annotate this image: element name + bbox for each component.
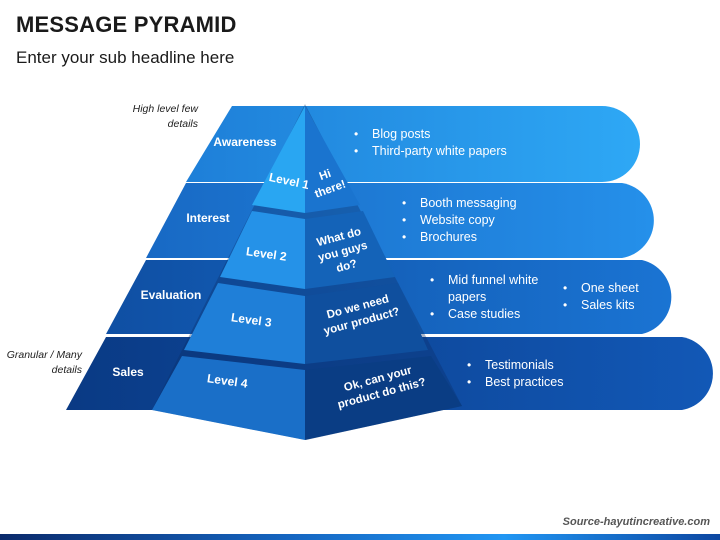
pyramid-right-face-1	[305, 106, 360, 213]
bullet-item: Third-party white papers	[350, 143, 507, 160]
page-subtitle: Enter your sub headline here	[16, 48, 235, 67]
bullet-item: Brochures	[398, 229, 517, 246]
band-label-evaluation: Evaluation	[140, 288, 202, 302]
pyramid-left-face-4	[152, 356, 305, 440]
footer-bar	[0, 534, 720, 540]
bullet-item: One sheet	[559, 280, 639, 297]
bullets-evaluation-extra: One sheet Sales kits	[559, 280, 639, 314]
bullet-item: Case studies	[426, 306, 556, 323]
side-note-top: High level few details	[132, 103, 198, 130]
pyramid-left-face-3	[184, 283, 305, 364]
bullets-sales: Testimonials Best practices	[463, 357, 564, 391]
bullet-item: Booth messaging	[398, 195, 517, 212]
bullets-interest: Booth messaging Website copy Brochures	[398, 195, 517, 246]
pyramid-right-face-4	[305, 356, 462, 440]
pyramid-right-face-3	[305, 283, 428, 364]
pyramid-left-face-1	[252, 106, 305, 213]
pyramid-right-face-2	[305, 211, 395, 289]
band-label-awareness: Awareness	[213, 135, 277, 149]
bullet-item: Blog posts	[350, 126, 507, 143]
side-note-bottom: Granular / Many details	[6, 349, 82, 376]
bullets-evaluation: Mid funnel white papers Case studies	[426, 272, 556, 323]
bullet-item: Best practices	[463, 374, 564, 391]
bullet-item: Testimonials	[463, 357, 564, 374]
band-label-sales: Sales	[112, 365, 144, 379]
pyramid-left-face-2	[220, 211, 305, 289]
band-label-interest: Interest	[186, 211, 230, 225]
bullets-awareness: Blog posts Third-party white papers	[350, 126, 507, 160]
bullet-item: Sales kits	[559, 297, 639, 314]
bullet-item: Mid funnel white papers	[426, 272, 556, 306]
page-title: MESSAGE PYRAMID	[16, 12, 237, 37]
bullet-item: Website copy	[398, 212, 517, 229]
source-credit: Source-hayutincreative.com	[562, 516, 710, 528]
